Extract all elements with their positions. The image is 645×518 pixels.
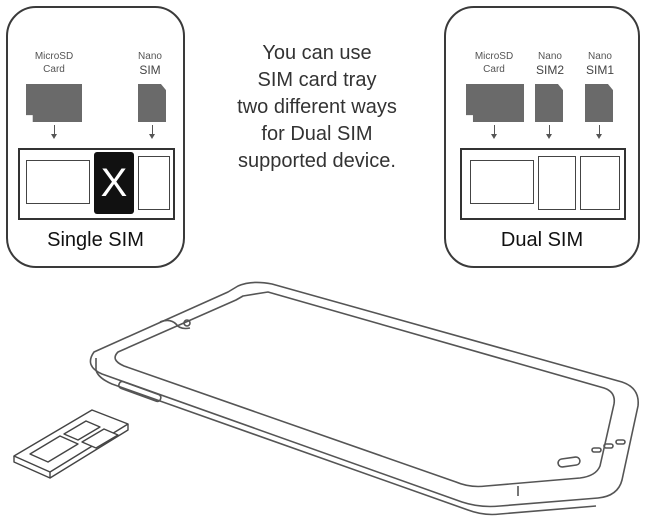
single-sim-title: Single SIM [47,229,144,251]
speaker-grille-icon [591,439,626,453]
phone-notch-icon [159,319,191,330]
ejected-sim-tray-icon [13,409,129,479]
microsd-card-label: MicroSD Card [34,51,74,75]
nano-sim1-slot [580,156,620,210]
nano-sim-label-top: Nano [138,51,162,62]
microsd-card-label: MicroSD Card [474,51,514,75]
microsd-insert-arrow-icon [491,125,497,139]
nano-sim2-label-top: Nano [538,51,562,62]
microsd-slot [470,160,534,204]
nano-sim1-card-icon [585,84,613,122]
sim-tray-single: X [18,148,175,220]
nano-sim-slot [138,156,170,210]
blocked-slot-x: X [94,152,134,214]
nano-sim-card-icon [138,84,166,122]
nano-sim2-card-icon [535,84,563,122]
microsd-card-icon [26,84,82,122]
phone-side-edge [95,358,597,516]
microsd-slot [26,160,90,204]
dual-sim-title: Dual SIM [500,229,584,251]
microsd-insert-arrow-icon [51,125,57,139]
nano-sim1-label-top: Nano [588,51,612,62]
nano-sim2-insert-arrow-icon [546,125,552,139]
nano-sim-insert-arrow-icon [149,125,155,139]
nano-sim2-slot [538,156,576,210]
nano-sim-label-bottom: SIM [139,63,161,77]
sim-tray-dual [460,148,626,220]
instruction-text: You can use SIM card tray two different … [237,42,397,172]
nano-sim1-insert-arrow-icon [596,125,602,139]
phone-screen [114,291,616,488]
single-sim-panel: MicroSD Card Nano SIM X Single SIM [6,6,185,268]
phone-with-ejected-tray-illustration [13,281,639,516]
microsd-card-icon [466,84,524,122]
tray-slot-opening [118,380,162,403]
front-camera-icon [183,319,191,327]
dual-sim-panel: MicroSD Card Nano SIM2 Nano SIM1 Dual SI… [444,6,640,268]
usb-port-icon [557,456,581,468]
nano-sim2-label-bottom: SIM2 [535,63,564,77]
nano-sim1-label-bottom: SIM1 [585,63,614,77]
